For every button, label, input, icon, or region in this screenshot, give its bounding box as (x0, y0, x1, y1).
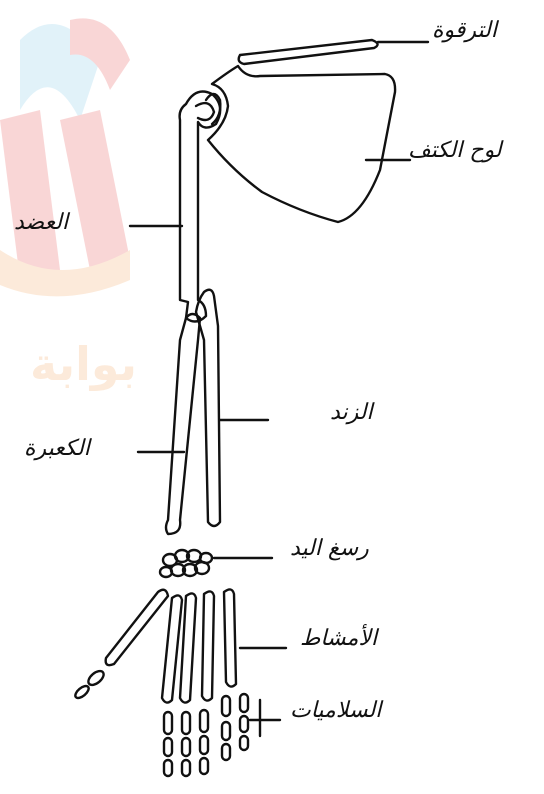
finger-phalanges (164, 694, 248, 776)
label-radius: الكعبرة (24, 438, 90, 460)
metacarpal-bones (106, 589, 236, 702)
label-clavicle: الترقوة (432, 20, 497, 42)
watermark-logo: بوابة (0, 18, 137, 391)
humerus-head-circle (196, 103, 214, 120)
leader-lines (130, 42, 428, 736)
scapula-bone (208, 66, 395, 222)
label-metacarpals: الأمشاط (300, 628, 377, 650)
label-carpals: رسغ اليد (290, 538, 369, 560)
thumb-phalanges (73, 668, 106, 700)
clavicle-bone (239, 40, 378, 64)
label-phalanges: السلاميات (290, 700, 381, 722)
label-ulna: الزند (330, 402, 373, 424)
label-humerus: العضد (14, 212, 68, 234)
carpal-bones (160, 550, 212, 577)
watermark-text: بوابة (30, 337, 137, 391)
radius-bone (166, 314, 200, 534)
humerus-bone (180, 92, 221, 322)
label-scapula: لوح الكتف (408, 140, 502, 162)
